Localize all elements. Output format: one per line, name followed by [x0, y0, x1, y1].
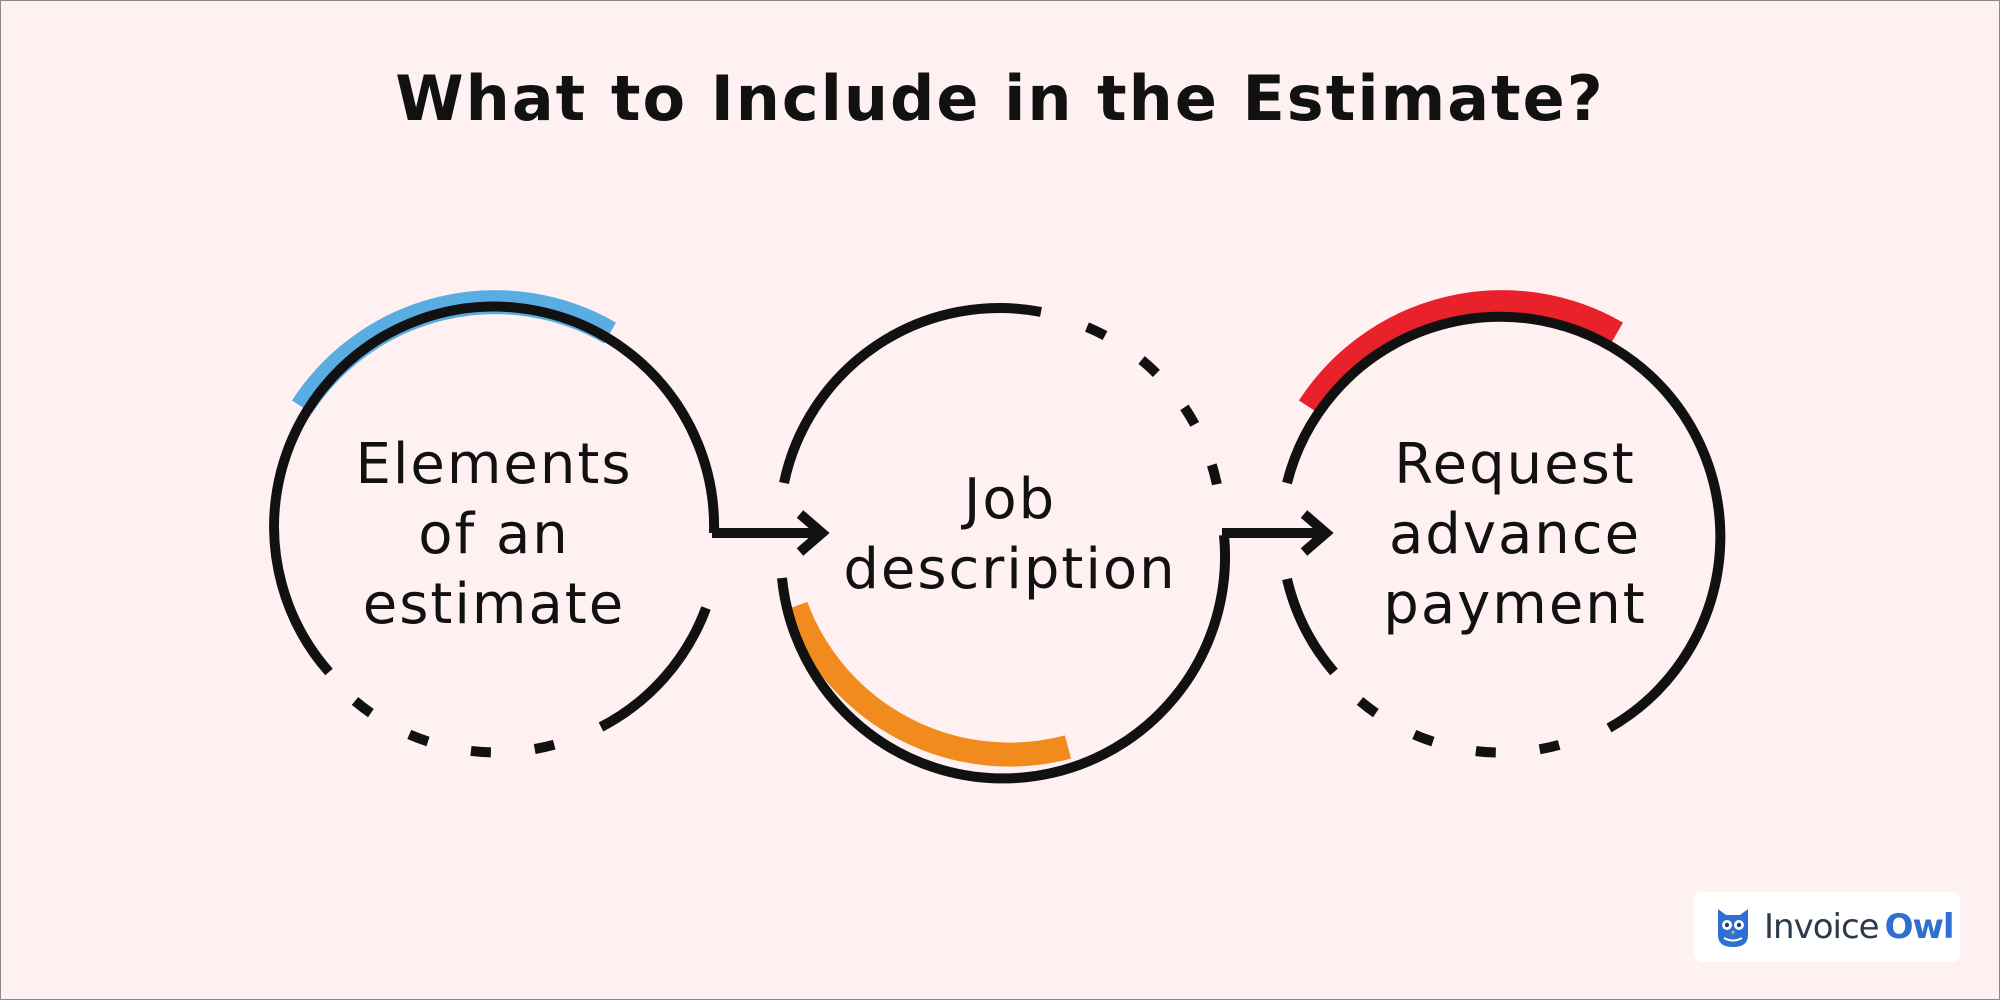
node-2-label-line: Job	[963, 467, 1057, 532]
owl-icon	[1718, 909, 1748, 947]
node-1-ring-arc-lower	[598, 606, 711, 732]
node-3-label-line: Request	[1394, 432, 1636, 497]
node-3-label: Request advance payment	[1335, 430, 1695, 640]
node-1-ring	[269, 290, 720, 758]
node-2-ring	[777, 303, 1231, 784]
node-1-dotted-arc	[351, 697, 562, 758]
node-3-accent-arc	[1298, 290, 1623, 414]
node-1-label-line: of an	[418, 502, 570, 567]
node-1-label: Elements of an estimate	[314, 430, 674, 640]
node-2-ring-lower	[777, 534, 1231, 784]
node-3-label-line: advance	[1388, 502, 1642, 567]
logo-wordmark-invoice: Invoice	[1764, 907, 1880, 947]
node-1-ring-arc	[269, 301, 720, 676]
node-1-label-line: estimate	[362, 572, 626, 637]
node-3-ring	[1282, 290, 1726, 758]
node-2-label-line: description	[843, 537, 1177, 602]
node-3-ring-lower-left	[1282, 577, 1338, 676]
connector-arrow-2	[1222, 510, 1334, 556]
node-3-ring-upper	[1282, 311, 1726, 733]
page-title: What to Include in the Estimate?	[395, 62, 1605, 135]
node-1-label-line: Elements	[355, 432, 633, 497]
node-2-ring-upper	[779, 303, 1042, 485]
connector-arrow-1	[712, 510, 830, 556]
logo-wordmark-owl: Owl	[1884, 907, 1955, 947]
node-3-label-line: payment	[1383, 572, 1647, 637]
node-2-accent-arc	[784, 601, 1072, 767]
node-3-dotted-arc	[1356, 697, 1568, 758]
node-2-label: Job description	[830, 465, 1190, 605]
